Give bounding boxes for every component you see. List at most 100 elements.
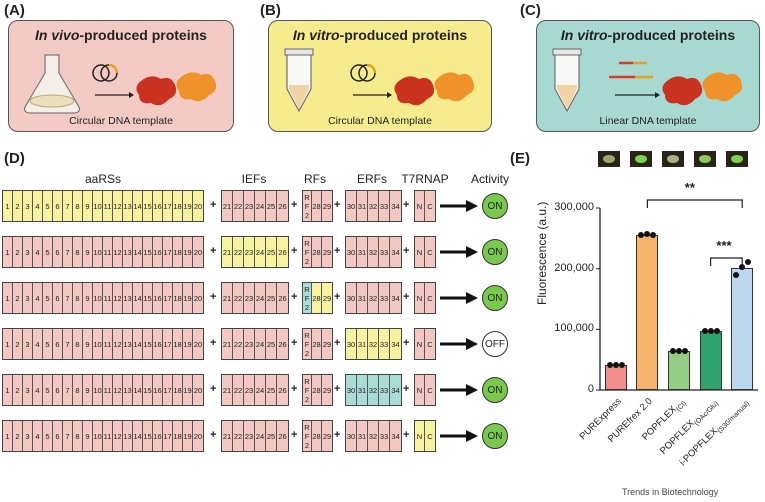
- plus-sign: +: [210, 337, 217, 349]
- aars-cell: 8: [73, 329, 83, 359]
- aars-cell: 14: [133, 375, 143, 405]
- y-tick-label: 100,000: [554, 322, 594, 335]
- ief-cell: 24: [255, 237, 266, 267]
- aars-cell: 13: [123, 421, 133, 451]
- ief-cell: 22: [233, 421, 244, 451]
- aars-cell: 15: [143, 237, 153, 267]
- ief-cell: 23: [244, 375, 255, 405]
- aars-cell: 11: [103, 191, 113, 221]
- aars-cell: 20: [193, 191, 203, 221]
- significance-stars: ***: [716, 238, 732, 253]
- ief-cell: 22: [233, 375, 244, 405]
- aars-cell: 5: [43, 421, 53, 451]
- replicate-point: [650, 232, 657, 239]
- plus-sign: +: [403, 199, 410, 211]
- y-tick-label: 0: [587, 383, 594, 395]
- t7rnap-cell: N: [415, 329, 425, 359]
- erf-cell: 34: [390, 283, 401, 313]
- panel-b-title: In vitro-produced proteins: [292, 27, 468, 43]
- aars-cell: 14: [133, 329, 143, 359]
- plus-sign: +: [210, 291, 217, 303]
- rf-cell: 29: [322, 375, 332, 405]
- erf-cell: 30: [346, 375, 357, 405]
- aars-cell: 10: [93, 283, 103, 313]
- aars-cell: 8: [73, 421, 83, 451]
- header-rfs: RFs: [304, 172, 326, 186]
- aars-cell: 7: [63, 237, 73, 267]
- aars-cell: 12: [113, 329, 123, 359]
- aars-cell: 15: [143, 191, 153, 221]
- panel-label-b: (B): [260, 2, 281, 19]
- ief-cell: 24: [255, 329, 266, 359]
- ief-cell: 26: [277, 421, 288, 451]
- ief-cell: 21: [222, 283, 233, 313]
- aars-cell: 10: [93, 329, 103, 359]
- replicate-point: [670, 348, 676, 355]
- aars-cell: 5: [43, 237, 53, 267]
- aars-cell: 19: [183, 191, 193, 221]
- aars-cell: 17: [163, 421, 173, 451]
- replicate-point: [676, 348, 682, 355]
- aars-cell: 13: [123, 375, 133, 405]
- aars-cell: 14: [133, 237, 143, 267]
- aars-cell: 10: [93, 375, 103, 405]
- replicate-point: [701, 328, 708, 335]
- activity-badge: OFF: [482, 331, 508, 357]
- aars-cell: 20: [193, 237, 203, 267]
- panel-label-a: (A): [4, 2, 25, 19]
- plus-sign: +: [291, 291, 298, 303]
- aars-cell: 18: [173, 375, 183, 405]
- y-tick-label: 200,000: [554, 261, 594, 274]
- aars-cell: 6: [53, 237, 63, 267]
- header-t7rnap: T7RNAP: [401, 172, 449, 186]
- panel-c-title: In vitro-produced proteins: [560, 27, 736, 43]
- ief-cell: 26: [277, 237, 288, 267]
- erf-cell: 33: [379, 421, 390, 451]
- aars-cell: 6: [53, 191, 63, 221]
- aars-cell: 9: [83, 283, 93, 313]
- plus-sign: +: [403, 291, 410, 303]
- erf-cell: 30: [346, 421, 357, 451]
- aars-cell: 16: [153, 375, 163, 405]
- plus-sign: +: [403, 245, 410, 257]
- plus-sign: +: [334, 429, 341, 441]
- aars-cell: 1: [3, 421, 13, 451]
- plus-sign: +: [210, 429, 217, 441]
- linear-template-illustration: [552, 48, 743, 113]
- panel-a-box: In vivo-produced proteins Circular DNA t…: [8, 20, 234, 132]
- aars-cell: 4: [33, 191, 43, 221]
- replicate-point: [612, 361, 619, 368]
- aars-cell: 2: [13, 237, 23, 267]
- header-aarss: aaRSs: [84, 172, 122, 186]
- erf-cell: 31: [357, 283, 368, 313]
- aars-cell: 3: [23, 283, 33, 313]
- t7rnap-cell: N: [415, 375, 425, 405]
- aars-cell: 15: [143, 421, 153, 451]
- aars-cell: 1: [3, 375, 13, 405]
- aars-cell: 9: [83, 191, 93, 221]
- plus-sign: +: [291, 337, 298, 349]
- plus-sign: +: [210, 199, 217, 211]
- plus-sign: +: [291, 429, 298, 441]
- ief-cell: 22: [233, 283, 244, 313]
- panel-c-caption: Linear DNA template: [599, 115, 697, 127]
- ief-cell: 23: [244, 283, 255, 313]
- erf-cell: 33: [379, 283, 390, 313]
- aars-cell: 9: [83, 237, 93, 267]
- plus-sign: +: [210, 245, 217, 257]
- replicate-point: [733, 271, 740, 278]
- aars-cell: 12: [113, 237, 123, 267]
- ief-cell: 24: [255, 375, 266, 405]
- aars-cell: 12: [113, 375, 123, 405]
- aars-cell: 16: [153, 329, 163, 359]
- erf-cell: 30: [346, 237, 357, 267]
- aars-cell: 13: [123, 237, 133, 267]
- t7rnap-cell: N: [415, 237, 425, 267]
